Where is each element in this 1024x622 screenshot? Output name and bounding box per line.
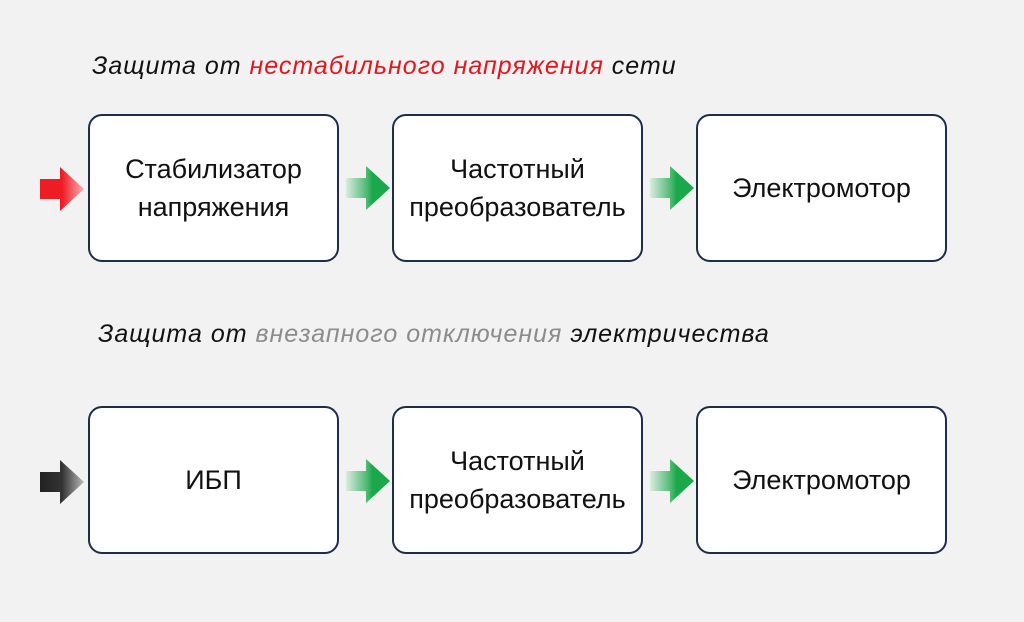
box-label: ИБП — [185, 465, 242, 495]
box-label: Электромотор — [732, 465, 911, 495]
title-text: сети — [603, 52, 677, 80]
connector-arrow-icon — [346, 459, 390, 503]
box-label: преобразователь — [409, 192, 626, 222]
title-highlight: нестабильного напряжения — [249, 52, 604, 80]
box-frequency-converter: Частотный преобразователь — [392, 114, 643, 262]
connector-arrow-icon — [346, 166, 390, 210]
box-frequency-converter: Частотный преобразователь — [392, 406, 643, 554]
box-electric-motor: Электромотор — [696, 406, 947, 554]
title-highlight: внезапного отключения — [255, 320, 563, 348]
box-electric-motor: Электромотор — [696, 114, 947, 262]
title-text: Защита от — [98, 320, 256, 348]
box-voltage-stabilizer: Стабилизатор напряжения — [88, 114, 339, 262]
box-ups: ИБП — [88, 406, 339, 554]
row1-title: Защита от нестабильного напряжения сети — [92, 52, 677, 81]
connector-arrow-icon — [650, 459, 694, 503]
input-arrow-red-icon — [40, 167, 84, 211]
box-label: преобразователь — [409, 484, 626, 514]
box-label: Стабилизатор — [125, 154, 302, 184]
box-label: Электромотор — [732, 173, 911, 203]
box-label: Частотный — [450, 154, 585, 184]
box-label: напряжения — [137, 192, 290, 222]
connector-arrow-icon — [650, 166, 694, 210]
title-text: Защита от — [92, 52, 250, 80]
row2-title: Защита от внезапного отключения электрич… — [98, 320, 770, 349]
input-arrow-black-icon — [40, 460, 84, 504]
box-label: Частотный — [450, 446, 585, 476]
title-text: электричества — [562, 320, 770, 348]
